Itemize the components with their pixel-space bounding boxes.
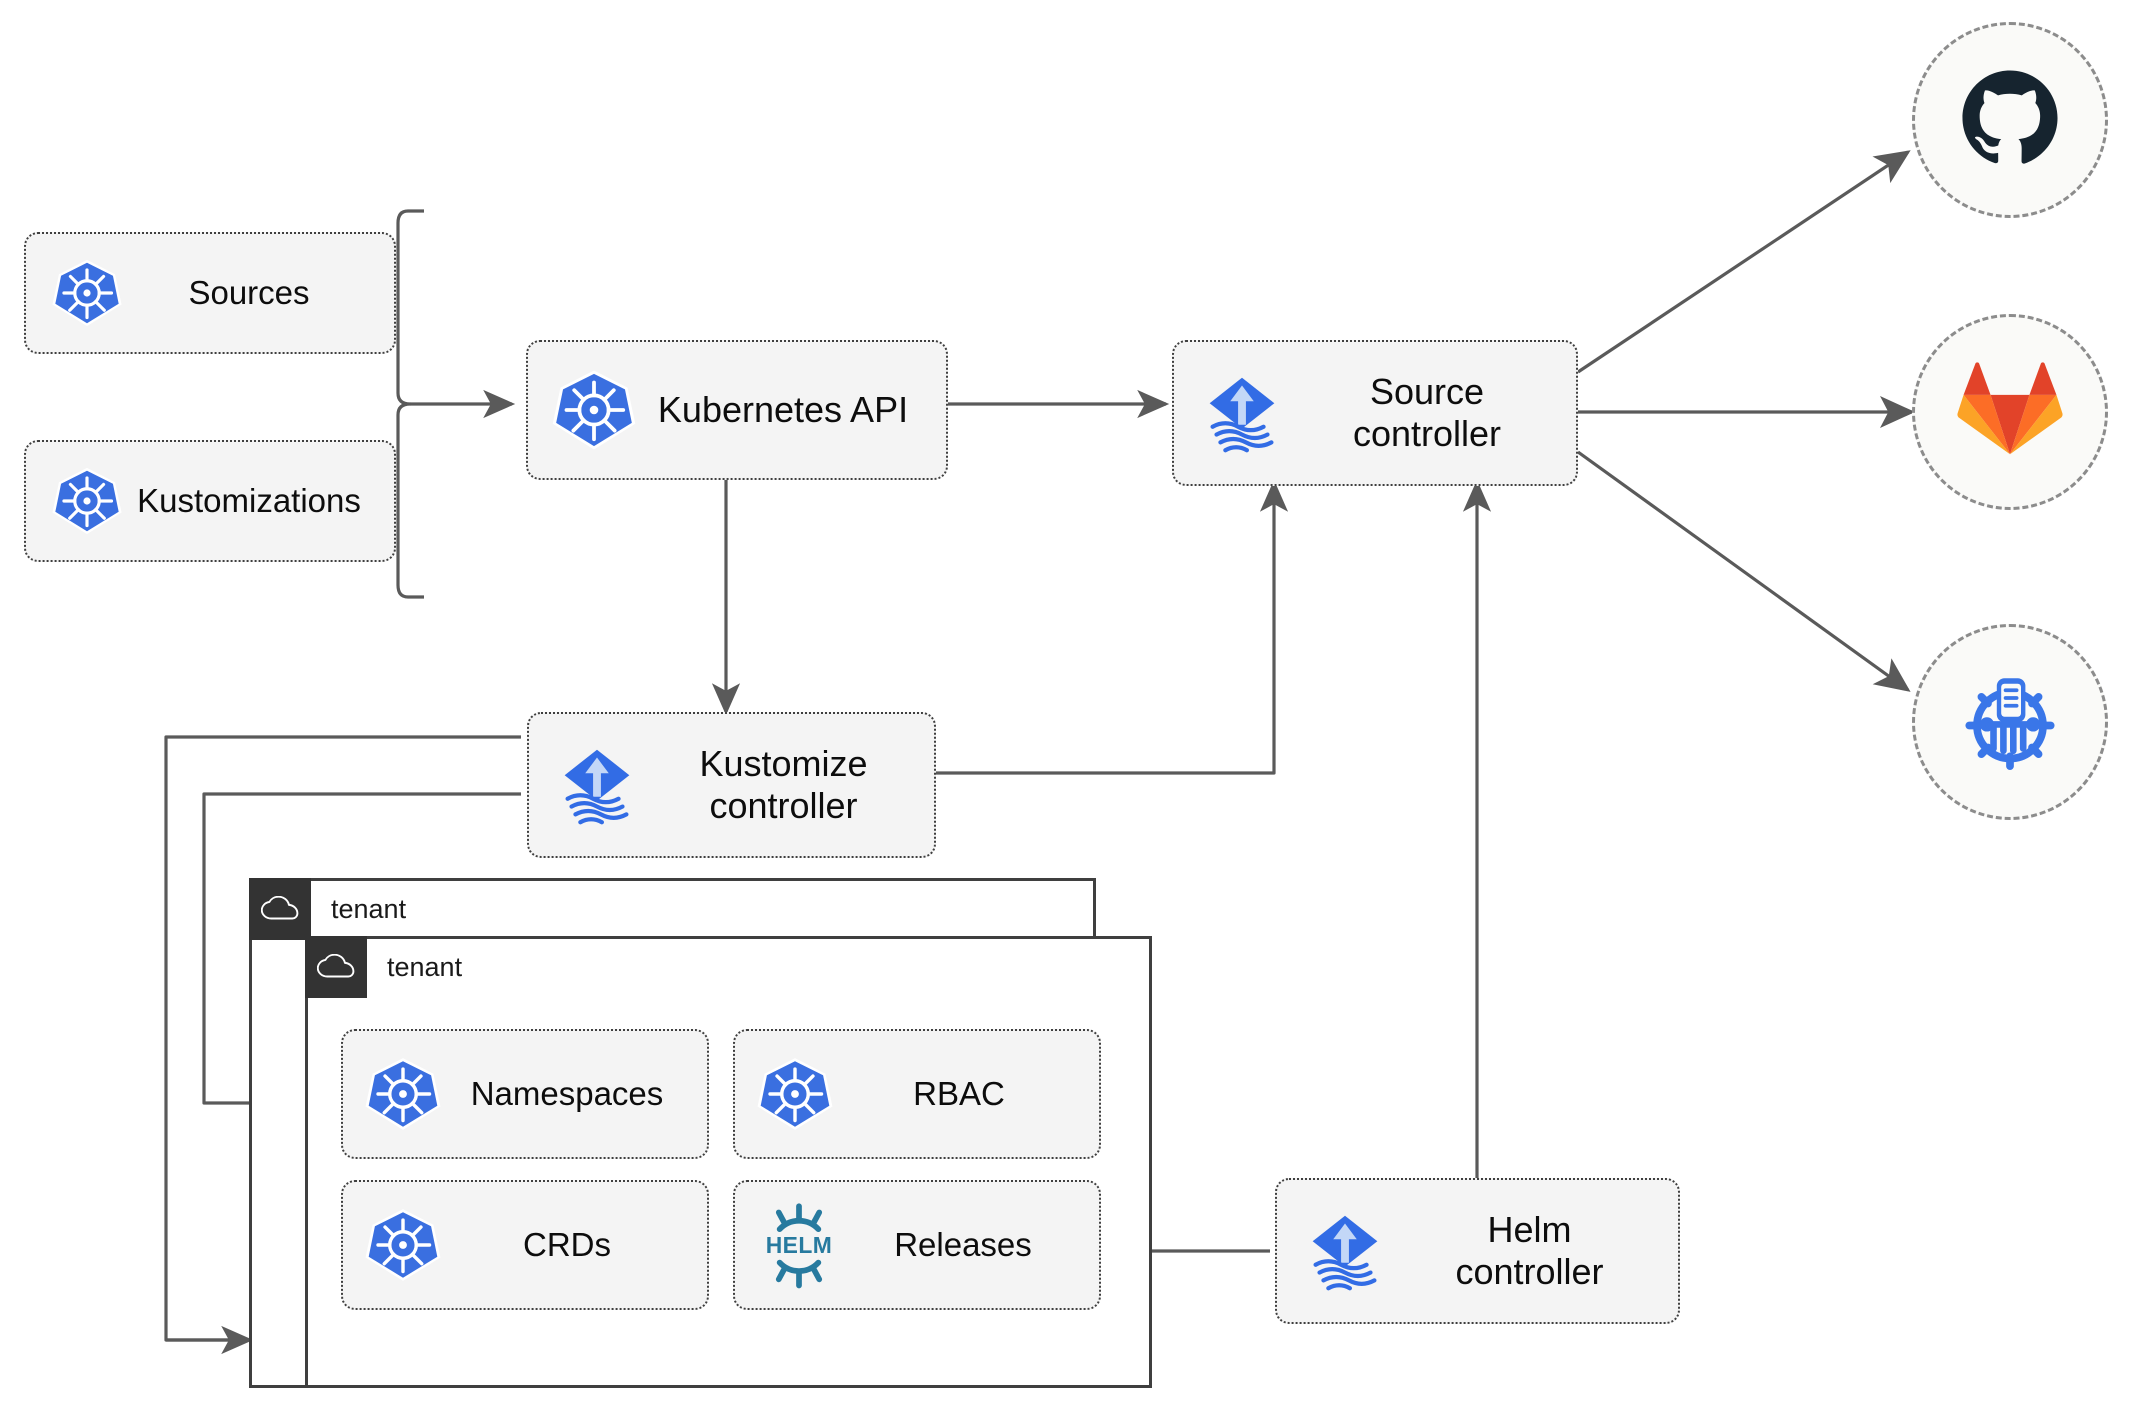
node-kubernetes-api[interactable]: Kubernetes API <box>526 340 948 480</box>
kubernetes-icon <box>361 1203 445 1287</box>
tenant-outer-label: tenant <box>331 893 407 924</box>
tenant-inner-header: tenant <box>305 936 462 998</box>
edge-source-helmrepo <box>1577 450 1911 692</box>
inputs-bracket <box>396 209 424 599</box>
helm-repository-icon <box>1955 665 2065 780</box>
cloud-icon <box>305 936 367 998</box>
node-helm-controller-label: Helm controller <box>1455 1208 1604 1292</box>
kubernetes-icon <box>753 1052 837 1136</box>
node-kustomize-controller[interactable]: Kustomize controller <box>527 712 936 858</box>
node-github[interactable] <box>1912 22 2108 218</box>
node-crds-label: CRDs <box>523 1225 611 1263</box>
node-rbac-label: RBAC <box>913 1074 1005 1112</box>
cloud-icon <box>249 878 311 940</box>
flux-icon <box>545 733 649 837</box>
node-namespaces-label: Namespaces <box>470 1074 664 1112</box>
node-helm-repository[interactable] <box>1912 624 2108 820</box>
node-kustomizations[interactable]: Kustomizations <box>24 440 396 562</box>
node-sources[interactable]: Sources <box>24 232 396 354</box>
tenant-inner-label: tenant <box>387 951 463 982</box>
node-sources-label: Sources <box>188 273 310 311</box>
gitlab-icon <box>1956 359 2064 466</box>
node-rbac[interactable]: RBAC <box>733 1029 1101 1159</box>
node-source-controller-label: Source controller <box>1352 370 1502 454</box>
helm-icon: HELM <box>753 1199 845 1291</box>
kubernetes-icon <box>48 462 126 540</box>
tenant-inner[interactable]: tenant <box>305 936 1152 1388</box>
flux-icon <box>1190 361 1294 465</box>
node-crds[interactable]: CRDs <box>341 1180 709 1310</box>
node-releases-label: Releases <box>894 1225 1032 1263</box>
github-icon <box>1956 64 2064 177</box>
svg-text:HELM: HELM <box>766 1232 833 1258</box>
node-kustomize-controller-label: Kustomize controller <box>699 742 868 826</box>
node-kubernetes-api-label: Kubernetes API <box>657 388 909 430</box>
kubernetes-icon <box>48 254 126 332</box>
node-helm-controller[interactable]: Helm controller <box>1275 1178 1680 1324</box>
node-gitlab[interactable] <box>1912 314 2108 510</box>
node-namespaces[interactable]: Namespaces <box>341 1029 709 1159</box>
edge-source-github <box>1577 150 1911 374</box>
kubernetes-icon <box>361 1052 445 1136</box>
node-kustomizations-label: Kustomizations <box>137 481 361 519</box>
node-source-controller[interactable]: Source controller <box>1172 340 1578 486</box>
flux-icon <box>1293 1199 1397 1303</box>
node-releases[interactable]: HELM Releases <box>733 1180 1101 1310</box>
tenant-outer-header: tenant <box>249 878 406 940</box>
kubernetes-icon <box>548 364 640 456</box>
edge-kustomize-source <box>936 479 1289 775</box>
